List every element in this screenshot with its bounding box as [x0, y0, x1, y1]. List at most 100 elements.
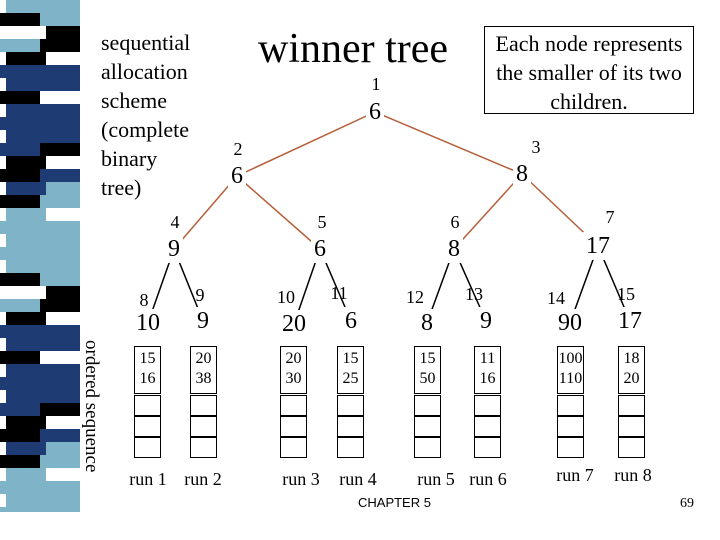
- node-index: 6: [450, 212, 460, 232]
- leaf-node-value: 90: [558, 310, 582, 336]
- leaf-node-value: 8: [421, 310, 433, 336]
- run-values-cell: [414, 346, 441, 394]
- run-value: 20: [623, 370, 640, 387]
- run-empty-cell: [134, 437, 161, 458]
- sequential-line: (complete: [101, 117, 189, 142]
- node-index: 2: [233, 139, 243, 159]
- run-values-cell: [337, 346, 364, 394]
- stripe-block: [40, 481, 80, 494]
- stripe-block: [6, 312, 46, 325]
- run-values-cell: [134, 346, 161, 394]
- run-value: 11: [479, 350, 496, 367]
- stripe-block: [6, 208, 46, 221]
- stripe-block: [46, 156, 80, 169]
- run-empty-cell: [474, 395, 501, 416]
- run-value: 30: [285, 370, 302, 387]
- node-index: 13: [465, 284, 483, 304]
- stripe-block: [0, 481, 40, 494]
- stripe-block: [6, 234, 46, 247]
- tree-node-bg: [228, 162, 246, 190]
- run-empty-cell: [280, 437, 307, 458]
- stripe-block: [6, 156, 46, 169]
- stripe-block: [0, 455, 40, 468]
- node-index: 14: [547, 288, 565, 308]
- stripe-block: [40, 13, 80, 26]
- run-label: run 5: [417, 469, 455, 489]
- stripe-block: [46, 52, 80, 65]
- stripe-block: [46, 182, 80, 195]
- tree-edge: [453, 173, 523, 250]
- run-empty-cell: [618, 395, 645, 416]
- note-line: children.: [550, 89, 628, 114]
- stripe-block: [6, 494, 46, 507]
- run-empty-cell: [280, 416, 307, 437]
- stripe-block: [46, 442, 80, 455]
- run-label: run 8: [614, 465, 652, 485]
- run-values-cell: [280, 346, 307, 394]
- stripe-block: [6, 416, 46, 429]
- run-value: 15: [419, 350, 436, 367]
- stripe-block: [6, 78, 46, 91]
- run-value: 50: [419, 370, 436, 387]
- stripe-block: [0, 39, 40, 52]
- run-value: 20: [285, 350, 302, 367]
- internal-node-value: 6: [231, 163, 243, 189]
- stripe-block: [46, 104, 80, 117]
- stripe-block: [46, 416, 80, 429]
- tree-edge: [236, 111, 376, 177]
- stripe-block: [46, 78, 80, 91]
- run-empty-cell: [474, 416, 501, 437]
- run-empty-cell: [414, 437, 441, 458]
- stripe-block: [40, 221, 80, 234]
- run-value: 110: [558, 370, 583, 387]
- chapter-footer: CHAPTER 5: [358, 495, 431, 510]
- stripe-block: [40, 247, 80, 260]
- decorative-stripe: [0, 0, 80, 512]
- run-label: run 1: [129, 469, 167, 489]
- run-empty-cell: [134, 395, 161, 416]
- run-empty-cell: [337, 395, 364, 416]
- stripe-block: [0, 13, 40, 26]
- run-empty-cell: [474, 437, 501, 458]
- node-index: 5: [317, 212, 327, 232]
- stripe-block: [6, 130, 46, 143]
- stripe-block: [46, 26, 80, 39]
- stripe-block: [0, 377, 40, 390]
- tree-node-bg: [513, 160, 531, 188]
- node-index: 11: [330, 283, 348, 303]
- tree-node-bg: [615, 307, 645, 335]
- run-value: 15: [139, 350, 156, 367]
- tree-edge: [173, 175, 238, 250]
- stripe-block: [0, 169, 40, 182]
- stripe-block: [0, 195, 40, 208]
- stripe-block: [40, 65, 80, 78]
- node-index: 8: [139, 290, 149, 310]
- tree-node-bg: [133, 309, 163, 337]
- run-value: 38: [195, 370, 212, 387]
- run-value: 16: [139, 370, 156, 387]
- stripe-block: [6, 286, 46, 299]
- stripe-block: [0, 299, 40, 312]
- stripe-block: [6, 468, 46, 481]
- stripe-block: [40, 117, 80, 130]
- stripe-block: [40, 273, 80, 286]
- stripe-block: [6, 104, 46, 117]
- stripe-block: [46, 494, 80, 507]
- stripe-block: [40, 325, 80, 338]
- node-index: 12: [406, 287, 424, 307]
- run-empty-cell: [557, 416, 584, 437]
- note-box: Each node represents the smaller of its …: [484, 26, 694, 114]
- run-empty-cell: [337, 416, 364, 437]
- run-label: run 7: [556, 465, 594, 485]
- stripe-block: [0, 507, 40, 512]
- run-empty-cell: [557, 437, 584, 458]
- stripe-block: [46, 312, 80, 325]
- run-empty-cell: [414, 395, 441, 416]
- run-empty-cell: [337, 437, 364, 458]
- stripe-block: [0, 247, 40, 260]
- tree-node-bg: [311, 235, 329, 263]
- run-empty-cell: [280, 395, 307, 416]
- sequential-line: allocation: [101, 59, 188, 84]
- stripe-block: [46, 0, 80, 13]
